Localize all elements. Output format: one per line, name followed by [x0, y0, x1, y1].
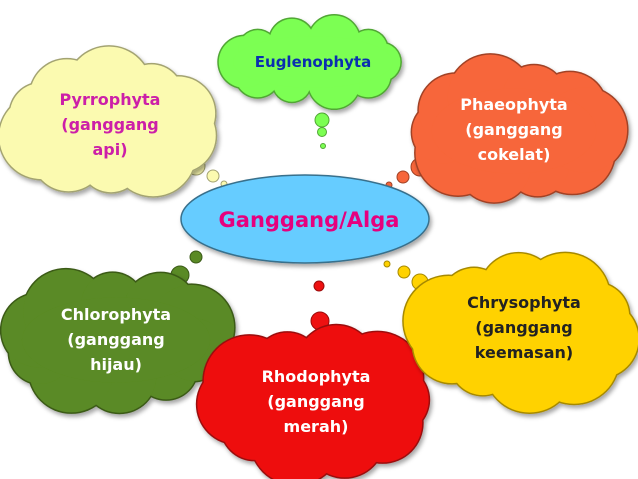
cloud-label-line: Rhodophyta [262, 367, 371, 386]
cloud-node-phaeophyta [410, 53, 629, 204]
center-ellipse [180, 174, 430, 264]
cloud-node-euglenophyta [217, 13, 402, 111]
cloud-label-line: Euglenophyta [255, 53, 371, 71]
connector-bubble [206, 169, 220, 183]
cloud-label-line: (ganggang [267, 392, 365, 411]
cloud-node-chrysophyta [402, 251, 638, 415]
connector-bubble [317, 127, 327, 137]
cloud-label-rhodophyta: Rhodophyta (ganggang merah) [262, 367, 371, 436]
cloud-label-line: cokelat) [478, 145, 551, 164]
cloud-node-pyrrophyta [0, 45, 218, 198]
cloud-label-euglenophyta: Euglenophyta [255, 53, 371, 71]
cloud-label-line: Chrysophyta [467, 293, 581, 312]
connector-bubble [383, 260, 391, 268]
connector-bubble [397, 265, 411, 279]
cloud-node-chlorophyta [0, 267, 236, 415]
cloud-label-chlorophyta: Chlorophyta (ganggang hijau) [61, 305, 171, 374]
cloud-label-line: hijau) [90, 355, 142, 374]
cloud-label-line: keemasan) [475, 343, 573, 362]
connector-bubble [396, 170, 410, 184]
connector-bubble [189, 250, 203, 264]
connector-bubble [314, 112, 330, 128]
cloud-label-line: api) [92, 140, 127, 159]
cloud-node-rhodophyta [195, 323, 431, 479]
cloud-label-line: Pyrrophyta [60, 90, 161, 109]
cloud-label-line: merah) [284, 417, 349, 436]
cloud-label-line: (ganggang [67, 330, 165, 349]
cloud-label-line: (ganggang [61, 115, 159, 134]
connector-bubble [320, 143, 326, 149]
cloud-label-line: (ganggang [475, 318, 573, 337]
connector-bubble [313, 280, 325, 292]
cloud-label-chrysophyta: Chrysophyta (ganggang keemasan) [467, 293, 581, 362]
center-label: Ganggang/Alga [219, 208, 400, 232]
cloud-label-line: (ganggang [465, 120, 563, 139]
cloud-label-phaeophyta: Phaeophyta (ganggang cokelat) [460, 95, 567, 164]
cloud-label-pyrrophyta: Pyrrophyta (ganggang api) [60, 90, 161, 159]
center-node: Ganggang/Alga [180, 174, 430, 264]
cloud-label-line: Chlorophyta [61, 305, 171, 324]
cloud-label-line: Phaeophyta [460, 95, 567, 114]
